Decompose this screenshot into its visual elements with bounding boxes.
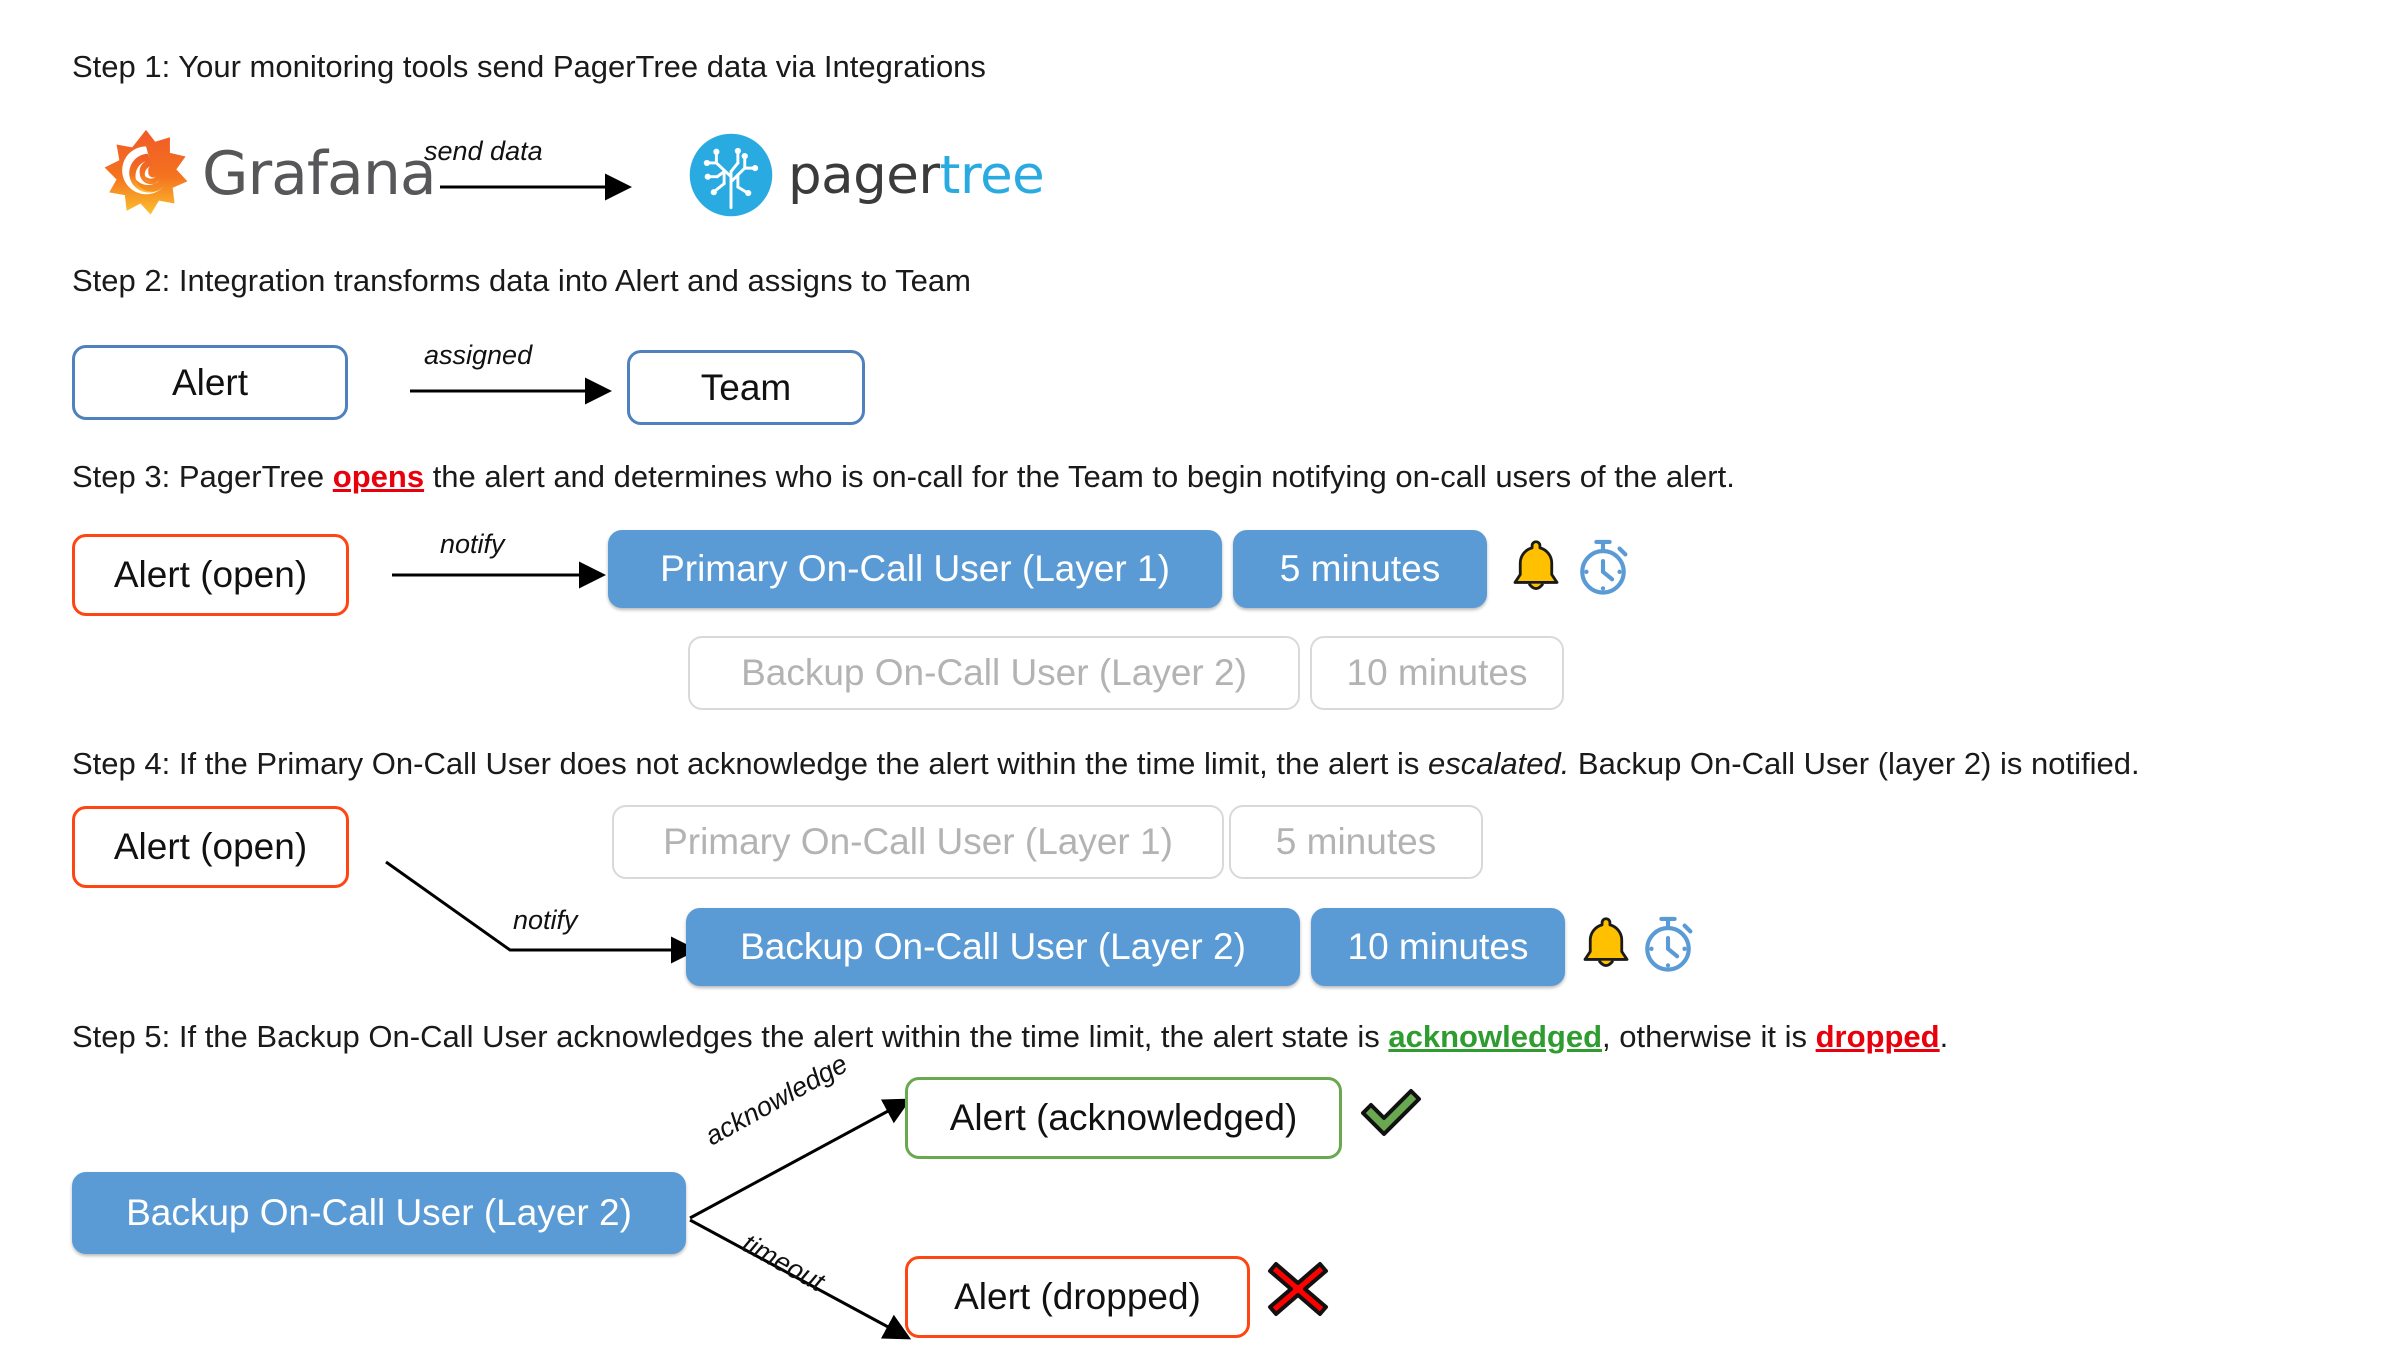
step4-escalated-italic: escalated. xyxy=(1427,746,1570,781)
alert-acknowledged-box[interactable]: Alert (acknowledged) xyxy=(905,1077,1342,1159)
step3-arrow-label: notify xyxy=(440,529,505,559)
bell-icon xyxy=(1513,540,1559,590)
step2-arrow-label: assigned xyxy=(424,340,533,370)
alert-dropped-label: Alert (dropped) xyxy=(954,1276,1201,1317)
acknowledge-arrow xyxy=(689,1098,912,1220)
layer2-user-box-active-step4[interactable]: Backup On-Call User (Layer 2) xyxy=(686,908,1300,986)
alert-acknowledged-label: Alert (acknowledged) xyxy=(949,1097,1298,1138)
stopwatch-icon xyxy=(1645,916,1693,972)
layer2-time-label: 10 minutes xyxy=(1346,652,1528,693)
team-box[interactable]: Team xyxy=(627,350,865,425)
step1-description: Step 1: Your monitoring tools send Pager… xyxy=(72,48,986,87)
step3-arrow xyxy=(392,561,606,589)
backup-user-source-box[interactable]: Backup On-Call User (Layer 2) xyxy=(72,1172,686,1254)
step1-arrow-label: send data xyxy=(424,136,543,166)
layer1-time-label-step4: 5 minutes xyxy=(1275,821,1437,862)
green-check-icon xyxy=(1361,1089,1421,1136)
step4-description: Step 4: If the Primary On-Call User does… xyxy=(72,745,2140,784)
alert-dropped-box[interactable]: Alert (dropped) xyxy=(905,1256,1250,1338)
step4-arrow-label: notify xyxy=(513,905,578,935)
layer1-user-box-muted-step4[interactable]: Primary On-Call User (Layer 1) xyxy=(612,805,1224,879)
layer1-time-box-active[interactable]: 5 minutes xyxy=(1233,530,1487,608)
alert-box-label: Alert xyxy=(171,361,249,403)
grafana-icon xyxy=(104,129,188,215)
team-box-label: Team xyxy=(700,366,792,408)
step1-arrow xyxy=(440,173,632,201)
step4-arrow xyxy=(385,860,698,964)
alert-open-label-step4: Alert (open) xyxy=(113,826,308,867)
backup-user-source-label: Backup On-Call User (Layer 2) xyxy=(126,1192,632,1233)
step5-acknowledged-highlight: acknowledged xyxy=(1388,1019,1602,1054)
step5-text-mid: , otherwise it is xyxy=(1602,1019,1816,1054)
step3-text-b: the alert and determines who is on-call … xyxy=(424,459,1735,494)
layer2-user-label-step4: Backup On-Call User (Layer 2) xyxy=(740,926,1246,967)
timeout-arrow xyxy=(689,1218,912,1340)
layer2-user-label: Backup On-Call User (Layer 2) xyxy=(741,652,1247,693)
layer2-user-box-muted[interactable]: Backup On-Call User (Layer 2) xyxy=(688,636,1300,710)
step3-description: Step 3: PagerTree opens the alert and de… xyxy=(72,458,1735,497)
grafana-wordmark: Grafana xyxy=(202,139,437,209)
layer1-user-label-step4: Primary On-Call User (Layer 1) xyxy=(663,821,1173,862)
layer1-time-label: 5 minutes xyxy=(1279,548,1441,589)
step2-text: Step 2: Integration transforms data into… xyxy=(72,263,971,298)
step3-opens-highlight: opens xyxy=(332,459,425,494)
alert-open-box-step4[interactable]: Alert (open) xyxy=(72,806,349,888)
alert-open-box-step3[interactable]: Alert (open) xyxy=(72,534,349,616)
alert-open-label: Alert (open) xyxy=(113,554,308,595)
alert-box[interactable]: Alert xyxy=(72,345,348,420)
layer2-time-label-step4: 10 minutes xyxy=(1347,926,1529,967)
grafana-logo: Grafana xyxy=(100,128,437,220)
step4-text-b: Backup On-Call User (layer 2) is notifie… xyxy=(1569,746,2140,781)
pagertree-word-tree: tree xyxy=(939,144,1045,206)
red-x-icon xyxy=(1268,1262,1328,1316)
pagertree-word-pager: pager xyxy=(788,144,940,206)
step5-text-end: . xyxy=(1939,1019,1949,1054)
step5-text-a: Step 5: If the Backup On-Call User ackno… xyxy=(72,1019,1389,1054)
stopwatch-icon xyxy=(1580,539,1628,595)
layer1-user-box-active[interactable]: Primary On-Call User (Layer 1) xyxy=(608,530,1222,608)
step4-text-a: Step 4: If the Primary On-Call User does… xyxy=(72,746,1428,781)
pagertree-icon xyxy=(689,133,773,217)
bell-icon xyxy=(1583,917,1629,967)
pagertree-wordmark: pagertree xyxy=(788,144,1045,206)
layer1-user-label: Primary On-Call User (Layer 1) xyxy=(660,548,1170,589)
layer2-time-box-active-step4[interactable]: 10 minutes xyxy=(1311,908,1565,986)
step5-dropped-highlight: dropped xyxy=(1815,1019,1940,1054)
pagertree-logo: pagertree xyxy=(688,132,1045,218)
step2-description: Step 2: Integration transforms data into… xyxy=(72,262,971,301)
step2-arrow xyxy=(410,377,612,405)
layer2-time-box-muted[interactable]: 10 minutes xyxy=(1310,636,1564,710)
step5-description: Step 5: If the Backup On-Call User ackno… xyxy=(72,1018,1948,1057)
step3-text-a: Step 3: PagerTree xyxy=(72,459,333,494)
step1-text: Step 1: Your monitoring tools send Pager… xyxy=(72,49,986,84)
layer1-time-box-muted-step4[interactable]: 5 minutes xyxy=(1229,805,1483,879)
